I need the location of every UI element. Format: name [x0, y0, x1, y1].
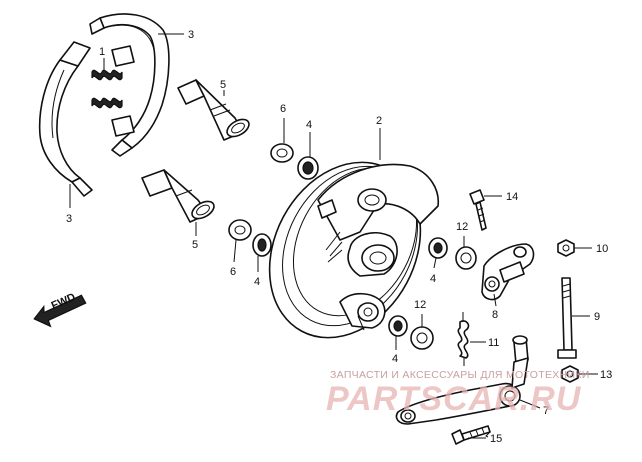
washer-6-lower: [228, 219, 252, 241]
washer-6-upper: [270, 143, 294, 163]
callout-label-5-lower: 5: [192, 239, 198, 251]
callout-label-4-lower: 4: [254, 276, 260, 288]
watermark-brand: PARTSCAR.RU: [326, 380, 582, 418]
return-spring-11: [457, 312, 470, 366]
callout-label-4-bottom: 4: [392, 353, 398, 365]
brake-shoe-front: [38, 41, 93, 197]
callout-7: 7: [519, 399, 549, 417]
callout-4-right: 4: [430, 257, 437, 285]
brake-lever-7: [395, 335, 529, 425]
callout-label-4-right: 4: [430, 273, 436, 285]
callout-label-4-upper: 4: [306, 119, 312, 131]
callout-5-lower: 5: [192, 222, 198, 251]
callout-4-bottom: 4: [392, 336, 398, 365]
callout-9: 9: [572, 311, 600, 323]
callout-label-14: 14: [506, 191, 518, 203]
callout-label-2: 2: [376, 115, 382, 127]
callout-label-9: 9: [594, 311, 600, 323]
brake-arm-8: [481, 243, 535, 301]
nut-13: [561, 365, 579, 383]
cam-shaft-lower: [141, 169, 215, 223]
seal-4-upper: [297, 156, 319, 180]
callout-label-12-lower: 12: [414, 299, 426, 311]
shoe-spring-lower: [91, 97, 123, 109]
seal-4-lower: [252, 233, 272, 257]
callout-label-7: 7: [543, 405, 549, 417]
bolt-14: [469, 189, 487, 231]
callout-15: 15: [468, 431, 502, 445]
callout-13: 13: [578, 369, 612, 381]
nut-10: [557, 239, 575, 257]
callout-12-upper: 12: [456, 221, 468, 247]
callout-label-1: 1: [99, 46, 105, 58]
watermark-tagline: ЗАПЧАСТИ И АКСЕССУАРЫ ДЛЯ МОТОТЕХНИКИ: [330, 369, 590, 381]
callout-label-13: 13: [600, 369, 612, 381]
callout-3-bottom: 3: [66, 184, 72, 225]
bolt-15: [451, 425, 491, 445]
callout-11: 11: [470, 337, 499, 349]
callout-label-6-upper: 6: [280, 103, 286, 115]
callout-label-3-bottom: 3: [66, 213, 72, 225]
callout-label-6-lower: 6: [230, 266, 236, 278]
callout-label-5-upper: 5: [220, 79, 226, 91]
callout-6-lower: 6: [230, 239, 237, 278]
callout-10: 10: [574, 243, 608, 255]
callout-label-12-upper: 12: [456, 221, 468, 233]
callout-12-lower: 12: [414, 299, 426, 327]
forward-direction-indicator: FWD: [33, 291, 87, 328]
callout-label-15: 15: [490, 433, 502, 445]
callout-label-10: 10: [596, 243, 608, 255]
brake-panel: [268, 161, 439, 339]
callout-label-11: 11: [488, 337, 499, 349]
callout-14: 14: [484, 191, 518, 203]
seal-4-right-upper: [428, 237, 448, 259]
callout-1: 1: [99, 46, 105, 70]
callout-2: 2: [376, 115, 382, 160]
cam-shaft-upper: [177, 79, 250, 141]
callout-6-upper: 6: [280, 103, 286, 143]
seal-4-right-lower: [388, 315, 408, 337]
callout-4-lower: 4: [254, 256, 260, 288]
washer-12-right-lower: [410, 326, 434, 350]
watermark: ЗАПЧАСТИ И АКСЕССУАРЫ ДЛЯ МОТОТЕХНИКИ PA…: [326, 369, 590, 418]
shoe-spring-upper: [91, 69, 123, 81]
callout-5-upper: 5: [220, 79, 226, 96]
brake-shoe-rear: [89, 13, 170, 157]
washer-12-right-upper: [455, 246, 477, 270]
callout-4-upper: 4: [306, 119, 312, 157]
rod-9: [557, 277, 577, 359]
callout-label-8: 8: [492, 309, 498, 321]
callout-label-3-top: 3: [188, 29, 194, 41]
callout-8: 8: [492, 293, 498, 321]
callout-3-top: 3: [158, 29, 194, 41]
